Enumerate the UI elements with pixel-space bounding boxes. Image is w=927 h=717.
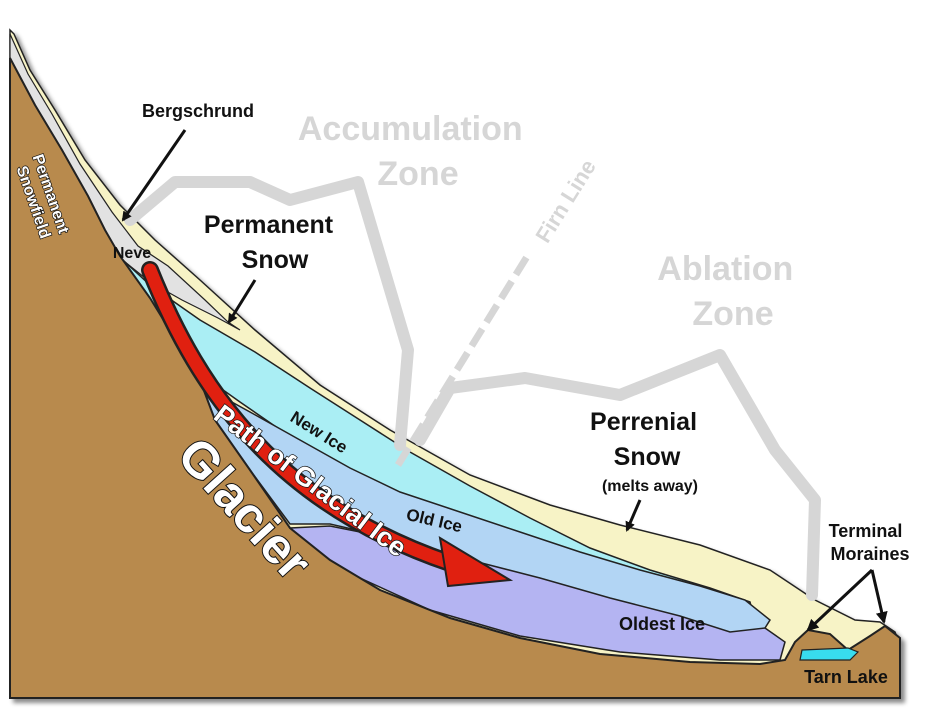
ablation-zone-outline — [414, 349, 821, 601]
terminal-moraines-label: Terminal Moraines — [829, 521, 910, 564]
permanent-snow-arrow — [227, 279, 257, 324]
ablation-zone-label: Ablation Zone — [657, 250, 802, 333]
perrenial-snow-arrow — [625, 499, 642, 532]
permanent-snow-label: Permanent Snow — [204, 211, 340, 274]
firn-line — [395, 253, 531, 467]
accumulation-zone-label: Accumulation Zone — [298, 110, 532, 193]
bedrock — [9, 57, 901, 699]
firn-line-label: Firn Line — [530, 155, 600, 247]
oldest-ice-label: Oldest Ice — [619, 614, 705, 634]
zone-boundaries — [124, 176, 821, 601]
melts-away-label: (melts away) — [602, 478, 698, 495]
tarn-lake — [799, 647, 860, 661]
accumulation-zone-outline — [124, 176, 414, 451]
glacial-flow-arrow-head — [438, 536, 514, 588]
perrenial-snow-label: Perrenial Snow — [590, 408, 704, 471]
tarn-lake-label: Tarn Lake — [804, 667, 888, 687]
moraine-arrow-left — [806, 568, 874, 632]
moraine-arrow-right — [870, 569, 888, 624]
landscape — [9, 28, 901, 699]
bergschrund-arrow — [121, 129, 187, 222]
neve-label: Neve — [113, 245, 151, 262]
pointer-arrows — [121, 129, 888, 632]
glacial-flow-arrow-shaft-fill — [143, 263, 457, 570]
bergschrund-label: Bergschrund — [142, 101, 254, 121]
